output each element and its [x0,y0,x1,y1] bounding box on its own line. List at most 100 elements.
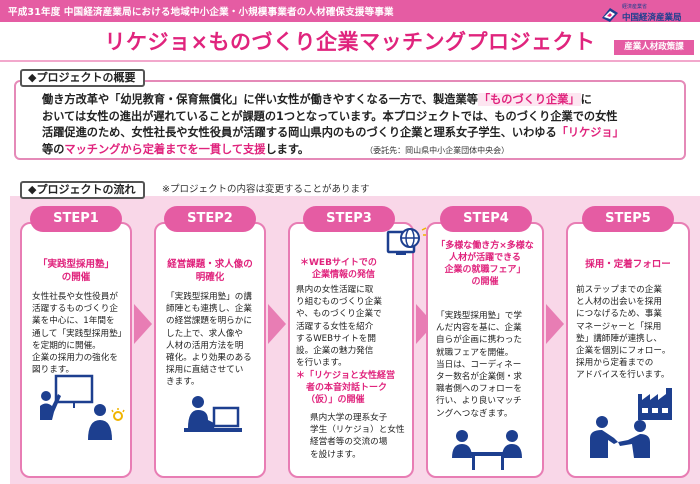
arrow-right-icon [134,304,152,344]
step3-body2-line: 学生（リケジョ）と女性 [310,425,405,436]
page-title: リケジョ×ものづくり企業マッチングプロジェクト [104,30,596,54]
step4-heading-line: 「多様な働き方×多様な [436,241,534,251]
overview-line-2: おいては女性の進出が遅れていることが課題の1つとなっています。本プロジェクトでは… [42,109,618,123]
step2-body-line: きます。 [166,377,200,388]
step2-heading-line: 経営課題・求人像の [167,259,253,270]
step4-body-line: 就職フェアを開催。 [436,347,514,358]
step1-body-line: 図ります。 [32,365,75,376]
step2-heading: 経営課題・求人像の 明確化 [156,258,264,284]
step3-body-2: 県内大学の理系女子 学生（リケジョ）と女性 経営者等の交流の場 を設けます。 [310,412,414,461]
teacher-presentation-icon [40,374,125,440]
step4-body-line: 当日は、コーディネー [436,359,522,370]
step4-pill: STEP4 [440,206,532,232]
step2-body-line: した上で、求人像や [166,328,244,339]
step4-card [426,222,544,478]
step2-body-line: 師陣とも連携し、企業 [166,304,252,315]
highlight-rikejo: 「リケジョ」 [556,126,624,139]
step3-sub2-line: ＊「リケジョと女性経営 [296,371,396,381]
step3-sub2-line: （仮）」の開催 [306,395,365,405]
step3-sub2-line: 者の本音対話トーク [306,383,388,393]
step4-body-line: 「実践型採用塾」で学 [436,311,522,321]
step5-body-line: と人材の出会いを採用 [576,297,662,308]
step5-card [566,222,690,478]
step4-heading-line: 企業の就職フェア」 [444,265,526,275]
step2-body-line: 人材の活用方法を明 [166,340,244,351]
step3-card [288,222,414,478]
step4-body: 「実践型採用塾」で学 んだ内容を基に、企業 自らが企画に携わった 就職フェアを開… [436,310,544,420]
step3-pill: STEP3 [303,206,395,232]
overview-line-4a: 等の [42,142,65,156]
banner-text: 平成31年度 中国経済産業局における地域中小企業・小規模事業者の人材確保支援等事… [8,7,394,18]
step3-body2-line: を設けます。 [310,449,361,460]
step5-body-line: 採用から定着までの [576,358,654,369]
step2-card [154,222,266,478]
step2-pill: STEP2 [164,206,256,232]
step3-sub1-line: 企業情報の発信 [312,270,376,280]
step1-body-line: 通して「実践型採用塾」 [32,328,127,339]
step4-heading: 「多様な働き方×多様な 人材が活躍できる 企業の就職フェア」 の開催 [428,240,542,288]
step3-body2-line: 経営者等の交流の場 [310,437,388,448]
step4-body-line: 自らが企画に携わった [436,335,522,346]
step1-heading-line: 「実践型採用塾」 [37,259,114,270]
step4-heading-line: 人材が活躍できる [449,253,521,263]
step5-body-line: 塾」講師陣が連携し、 [576,333,662,344]
step5-body-line: アドバイスを行います。 [576,370,670,381]
highlight-support: マッチングから定着までを一貫して支援 [64,142,266,156]
job-fair-meeting-icon [452,430,522,470]
step2-heading-line: 明確化 [195,272,225,283]
title-divider [0,60,700,62]
step5-body-line: マネージャーと「採用 [576,321,662,332]
laptop-worker-icon [184,396,242,432]
department-badge: 産業人材政策課 [614,40,694,55]
step5-pill: STEP5 [582,206,674,232]
logo-small-text: 経済産業省 [622,4,648,10]
step3-sub1-line: ＊WEBサイトでの [300,258,377,268]
overview-line-4b: します。 [265,142,310,156]
step3-body1-line: 設。企業の魅力発信 [296,346,374,357]
step3-body1-line: を行います。 [296,358,347,369]
step2-body-line: 確化。より効果のある [166,353,252,364]
web-globe-icon [386,227,427,255]
step4-body-line: ター数名が企業側・求 [436,372,522,383]
step1-body-line: 女性社長や女性役員が [32,292,118,302]
step1-body-line: 業を中心に、1年間を [32,316,115,327]
step5-heading: 採用・定着フォロー [568,258,688,271]
step1-body: 女性社長や女性役員が 活躍するものづくり企 業を中心に、1年間を 通して「実践型… [32,291,132,376]
meti-logo: 経済産業省 中国経済産業局 [600,2,698,26]
overview-line-3: 活躍促進のため、女性社長や女性役員が活躍する岡山県内のものづくり企業と理系女子学… [42,126,557,139]
step2-body: 「実践型採用塾」の講 師陣とも連携し、企業 の経営課題を明らかに した上で、求人… [166,291,266,389]
step5-heading-line: 採用・定着フォロー [585,259,671,270]
overview-credit: （委託先：岡山県中小企業団体中央会） [369,145,510,155]
step1-heading: 「実践型採用塾」 の開催 [22,258,130,284]
handshake-factory-icon [590,388,672,458]
logo-main-text: 中国経済産業局 [622,13,682,23]
highlight-monozukuri: 「ものづくり企業」 [477,93,581,106]
flow-label: ◆プロジェクトの流れ [20,181,146,199]
step5-body-line: 企業を個別にフォロー。 [576,346,671,357]
step2-body-line: 採用に直結させてい [166,365,244,376]
step1-body-line: 企業の採用力の強化を [32,353,118,364]
step3-sub-heading-1: ＊WEBサイトでの 企業情報の発信 [300,257,400,281]
step5-body-line: 前ステップまでの企業 [576,285,662,295]
step2-body-line: の経営課題を明らかに [166,316,252,327]
overview-label: ◆プロジェクトの概要 [20,69,146,87]
step3-body1-line: 県内の女性活躍に取 [296,285,374,295]
step3-body1-line: り組むものづくり企業 [296,297,382,308]
step1-body-line: 活躍するものづくり企 [32,304,118,315]
step4-body-line: ングへつなぎます。 [436,408,513,419]
step1-pill: STEP1 [30,206,122,232]
flow-note: ※プロジェクトの内容は変更することがあります [162,184,370,195]
step3-body1-line: するWEBサイトを開 [296,333,376,344]
step3-sub-heading-2: ＊「リケジョと女性経営 者の本音対話トーク （仮）」の開催 [296,370,412,406]
step3-body2-line: 県内大学の理系女子 [310,413,388,423]
step4-body-line: んだ内容を基に、企業 [436,323,522,334]
overview-text: 働き方改革や「幼児教育・保育無償化」に伴い女性が働きやすくなる一方で、製造業等「… [42,92,672,159]
top-banner: 平成31年度 中国経済産業局における地域中小企業・小規模事業者の人材確保支援等事… [0,0,700,22]
meti-logo-icon [602,8,618,22]
step3-body-1: 県内の女性活躍に取 り組むものづくり企業 や、ものづくり企業で 活躍する女性を紹… [296,284,410,369]
arrow-right-icon [546,304,564,344]
overview-line-1: 働き方改革や「幼児教育・保育無償化」に伴い女性が働きやすくなる一方で、製造業等 [42,93,478,106]
step1-card [20,222,132,478]
overview-line-1b: に [580,93,592,106]
step3-body1-line: や、ものづくり企業で [296,309,382,320]
